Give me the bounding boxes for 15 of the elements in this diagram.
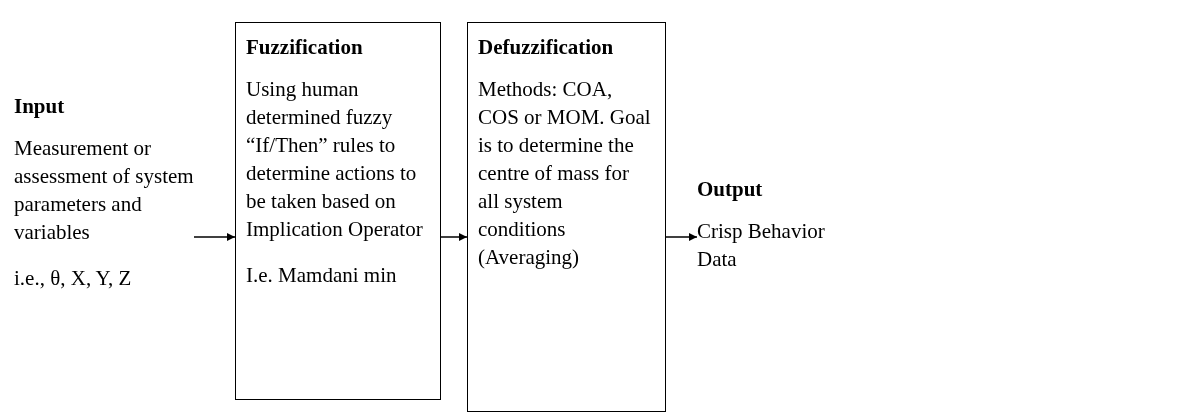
- process-box: [467, 22, 666, 412]
- description-text: Methods: COA, COS or MOM. Goal is to determine the centre of mass for all system conditions (Averaging): [478, 76, 652, 271]
- heading: Input: [14, 93, 66, 120]
- heading: Output: [697, 176, 764, 203]
- description-text: Crisp Behavior Data: [697, 218, 826, 273]
- description-text: Using human determined fuzzy “If/Then” rules to determine actions to be taken based on Implication Operator: [246, 76, 424, 243]
- heading: Fuzzification: [246, 34, 364, 61]
- arrow: [665, 233, 698, 241]
- heading: Defuzzification: [478, 34, 615, 61]
- description-text: Measurement or assessment of system parameters and variables: [14, 135, 194, 246]
- arrow: [193, 233, 236, 241]
- description-text: I.e. Mamdani min: [246, 262, 398, 289]
- process-box: [235, 22, 441, 400]
- description-text: i.e., θ, X, Y, Z: [14, 265, 133, 292]
- arrow: [440, 233, 468, 241]
